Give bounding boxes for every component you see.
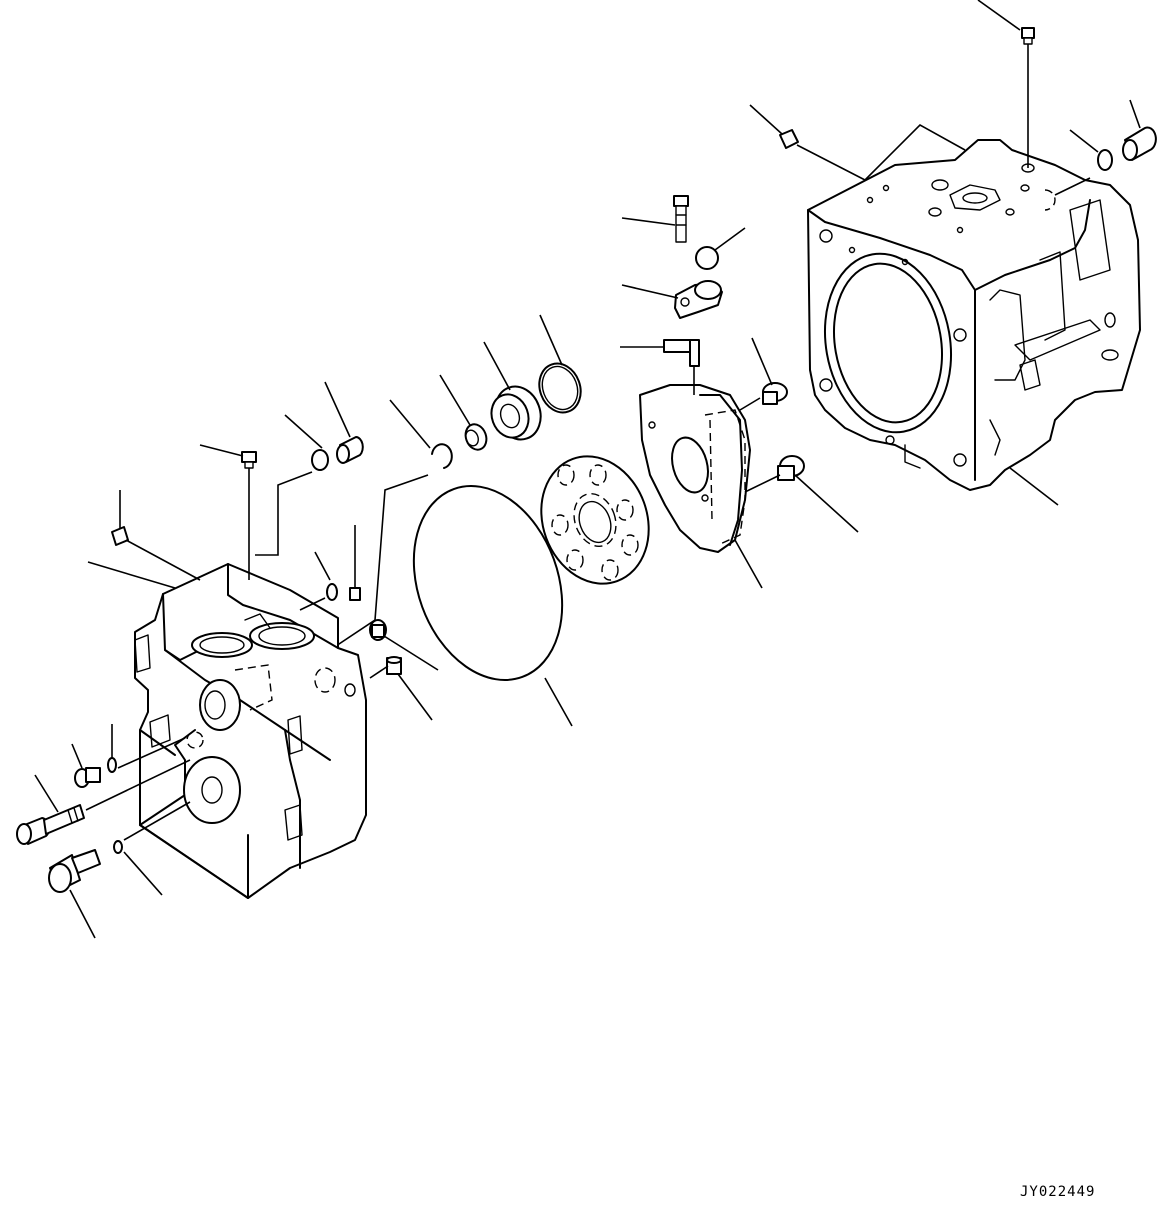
cradle-side-plug [744, 455, 859, 533]
side-nut-and-oring [71, 724, 186, 788]
case-leader [1009, 467, 1059, 506]
valve-plate [540, 455, 650, 585]
end-cap-bolt-top [199, 444, 257, 580]
large-oring [412, 485, 573, 727]
end-cap-plug-right [369, 619, 439, 671]
end-cap-pin-right [369, 656, 433, 721]
end-cap-oring-plug [255, 381, 364, 556]
bearing [483, 341, 542, 441]
end-cap-small-plug [111, 490, 201, 581]
top-plug-bolt [977, 0, 1035, 168]
snap-ring [329, 399, 453, 651]
case-small-plug [749, 104, 966, 181]
pump-case [807, 139, 1141, 491]
small-bearing [439, 374, 488, 451]
end-cap-housing [87, 561, 367, 899]
drawing-number: JY022449 [1020, 1184, 1096, 1200]
bottom-plug [48, 801, 191, 939]
bolt-bracket-assembly [620, 195, 746, 395]
cradle-plug [739, 337, 788, 411]
cradle-housing [639, 384, 763, 589]
long-bolt [16, 759, 191, 845]
end-cap-pins [299, 525, 361, 611]
plug-and-oring [1054, 99, 1157, 196]
seal-ring [538, 314, 582, 414]
